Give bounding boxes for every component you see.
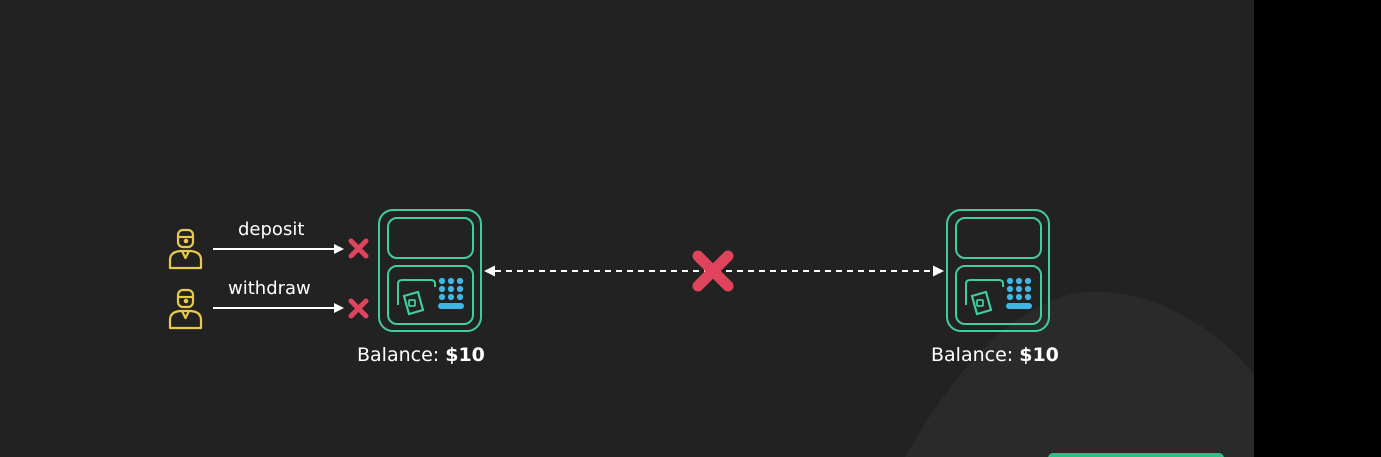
atm-2-balance: Balance: $10 [931,344,1059,366]
balance-value: $10 [445,344,485,366]
balance-value: $10 [1019,344,1059,366]
atm-icon [946,209,1050,332]
user-icon [168,228,203,270]
withdraw-arrow [213,303,344,313]
balance-label: Balance: [357,344,440,366]
blocked-x-icon [348,298,369,319]
withdraw-label: withdraw [228,278,311,299]
corner-button[interactable] [1048,453,1224,457]
deposit-arrow [213,244,344,254]
users-layer [168,228,944,330]
background-shape [0,0,1254,457]
balance-label: Balance: [931,344,1014,366]
atm-link [484,265,944,277]
atm-icon [378,209,482,332]
deposit-label: deposit [238,219,305,240]
blocked-x-icon [348,238,369,259]
connection-broken-x-icon [692,250,734,292]
atm-1-balance: Balance: $10 [357,344,485,366]
user-icon [168,288,203,330]
diagram-canvas: deposit withdraw Balance: $10 Balance: $… [0,0,1254,457]
